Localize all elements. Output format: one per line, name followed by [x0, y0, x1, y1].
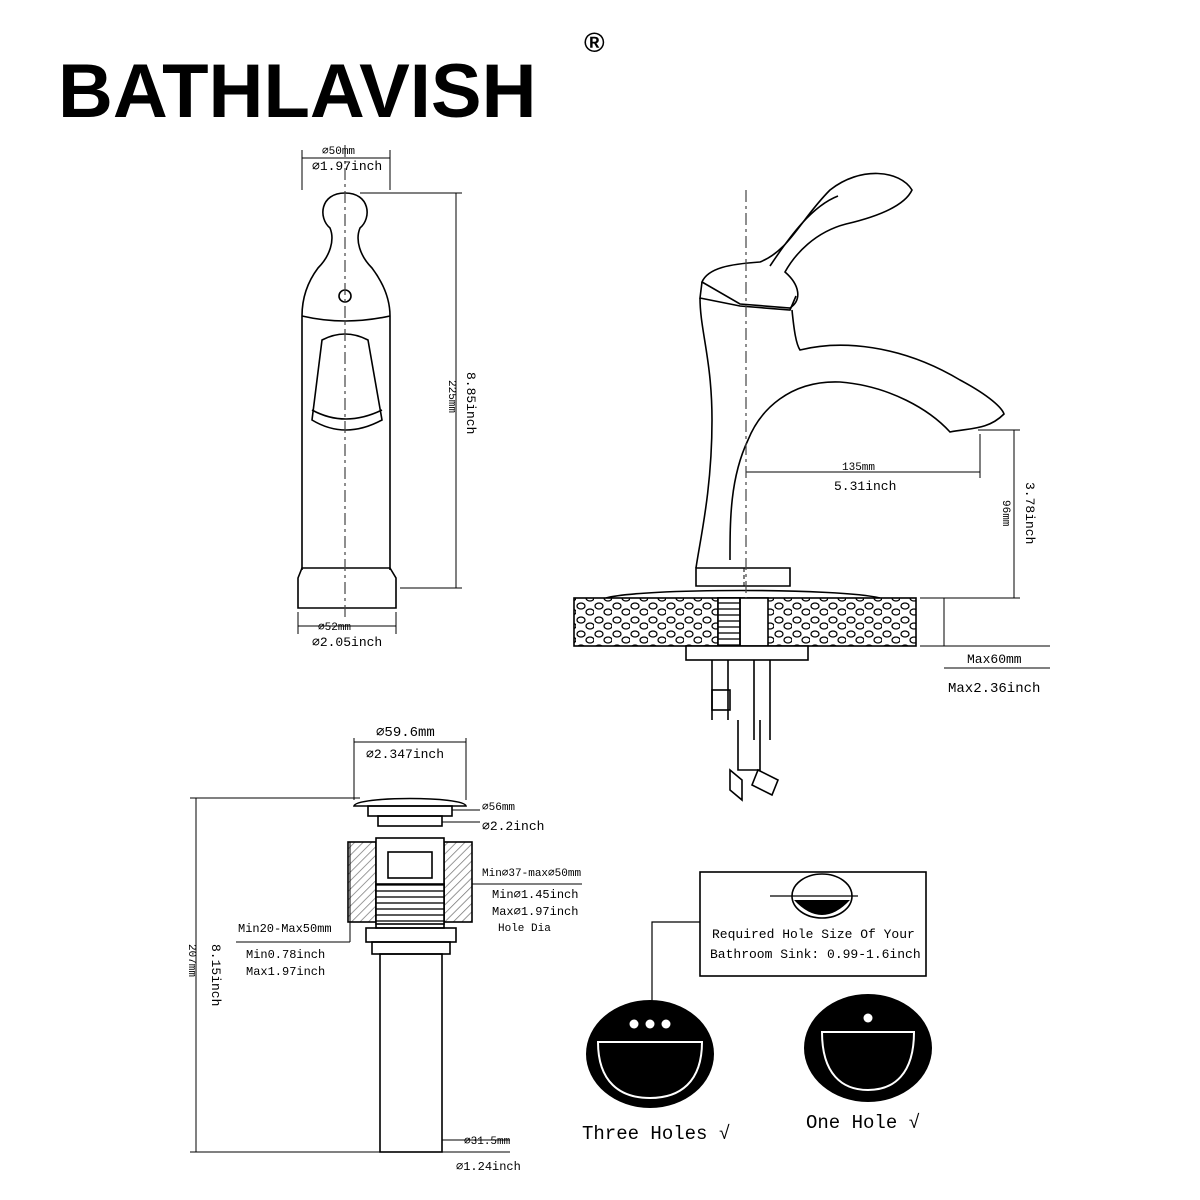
note-leader-line: [651, 921, 700, 1002]
sink-thickness-mm: Min20-Max50mm: [238, 922, 332, 936]
one-hole-caption: One Hole √: [806, 1112, 920, 1134]
one-hole-sink-icon: [804, 994, 932, 1102]
spout-height-in: 3.78inch: [1022, 482, 1037, 544]
deck-max-in: Max2.36inch: [948, 681, 1040, 697]
hole-dia-label: Hole Dia: [498, 923, 551, 935]
front-base-dia-mm: ⌀52mm: [318, 622, 351, 634]
front-base-dia-in: ⌀2.05inch: [312, 635, 382, 650]
flange-dia-in: ⌀2.2inch: [482, 819, 544, 834]
hole-size-line1: Required Hole Size Of Your: [712, 927, 915, 942]
flange-dia-mm: ⌀56mm: [482, 802, 515, 814]
front-height-in: 8.85inch: [463, 372, 478, 434]
reach-mm: 135mm: [842, 462, 875, 474]
pipe-dia-mm: ⌀31.5mm: [464, 1136, 511, 1148]
hole-dia-mm: Min⌀37-max⌀50mm: [482, 868, 581, 880]
drain-cap-dia-mm: ⌀59.6mm: [376, 725, 435, 741]
hole-dia-min-in: Min⌀1.45inch: [492, 888, 578, 902]
hole-size-icon: [770, 873, 858, 919]
faucet-front-view: [297, 150, 462, 634]
front-height-mm: 225mm: [445, 380, 457, 413]
drain-total-in: 8.15inch: [208, 944, 223, 1006]
hole-size-line2: Bathroom Sink: 0.99-1.6inch: [710, 947, 921, 962]
drain-cap-dia-in: ⌀2.347inch: [366, 747, 444, 762]
reach-in: 5.31inch: [834, 479, 896, 494]
drain-total-mm: 207mm: [185, 944, 197, 977]
deck-max-mm: Max60mm: [967, 652, 1022, 667]
hole-dia-max-in: Max⌀1.97inch: [492, 905, 578, 919]
front-top-dia-in: ⌀1.97inch: [312, 159, 382, 174]
hole-size-note: Required Hole Size Of Your Bathroom Sink…: [699, 871, 927, 977]
faucet-side-view: [573, 172, 1050, 802]
three-holes-caption: Three Holes √: [582, 1123, 730, 1145]
spout-height-mm: 96mm: [999, 500, 1011, 527]
three-hole-sink-icon: [586, 1000, 714, 1108]
drain-assembly: [190, 738, 582, 1153]
sink-thickness-max-in: Max1.97inch: [246, 965, 325, 979]
brand-logo: BATHLAVISH: [58, 49, 537, 134]
registered-mark: ®: [584, 27, 605, 58]
pipe-dia-in: ⌀1.24inch: [456, 1160, 521, 1174]
front-top-dia-mm: ⌀50mm: [322, 146, 355, 158]
sink-thickness-min-in: Min0.78inch: [246, 948, 325, 962]
